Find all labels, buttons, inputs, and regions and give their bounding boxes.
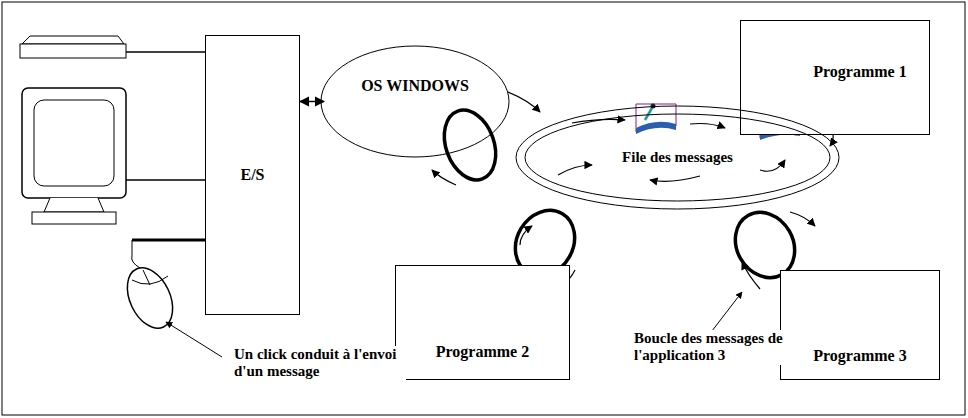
node-label: Programme 3 [813,347,906,365]
leader-arrow [166,322,222,357]
annotation: Un click conduit à l'envoi d'un message [232,346,406,381]
program-box: Programme 3 [780,270,940,380]
node-label: Programme 2 [436,343,529,361]
keyboard [20,36,205,58]
io-box: E/S [205,35,300,315]
mouse [118,240,205,335]
node-label: File des messages [622,149,733,166]
os-ellipse: OS WINDOWS [320,45,510,158]
program-box: Programme 2 [395,265,570,380]
node-label: E/S [240,166,264,184]
message-queue-ring: File des messages [515,105,840,210]
node-label: Programme 1 [813,63,906,81]
node-label: OS WINDOWS [361,77,469,95]
message-icon [636,104,676,135]
program-box: Programme 1 [740,20,930,135]
annotation: Boucle des messages de l'application 3 [632,330,786,365]
monitor [22,88,205,224]
connector-arrow [300,101,324,103]
os-ellipse-outline [320,45,510,158]
